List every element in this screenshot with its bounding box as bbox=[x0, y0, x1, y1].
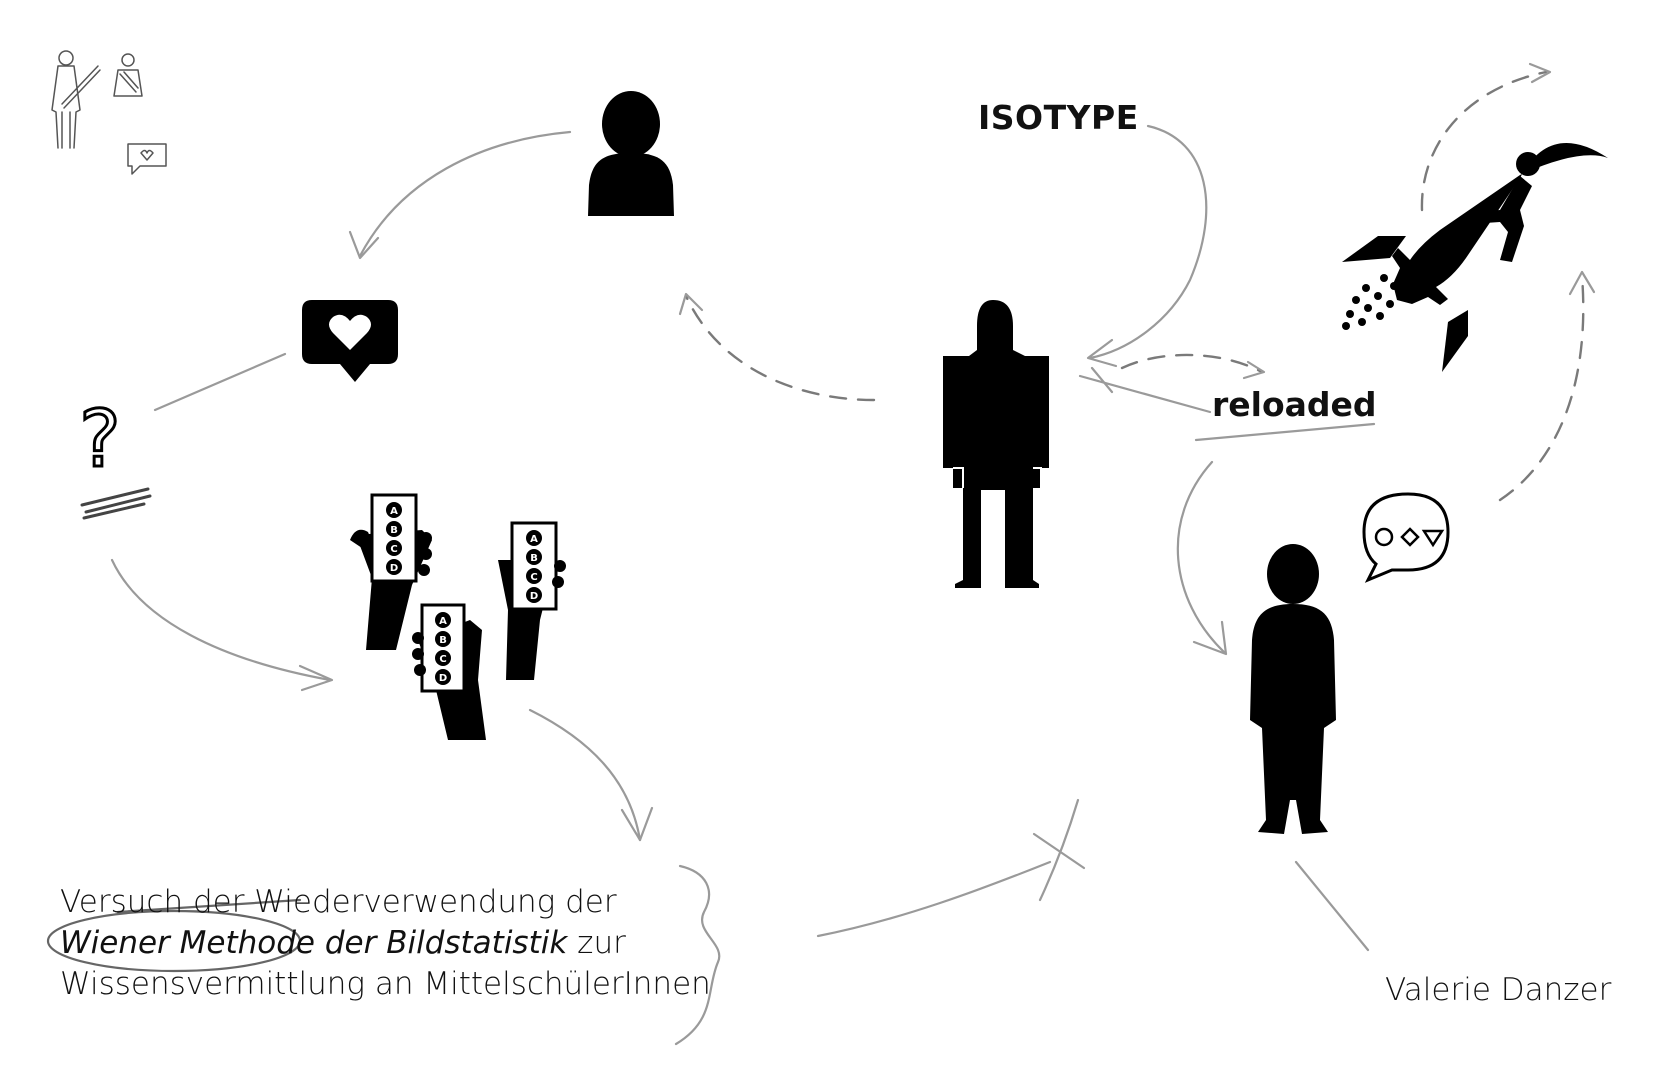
card-option-letter: D bbox=[530, 591, 538, 602]
card-option-letter: D bbox=[439, 673, 447, 684]
author-name: Valerie Danzer bbox=[1385, 972, 1612, 1008]
card-option-circle bbox=[526, 549, 542, 565]
shapes-speech-bubble-icon bbox=[1362, 492, 1450, 583]
card-option-circle bbox=[526, 530, 542, 546]
question-mark-icon: ? bbox=[78, 394, 152, 520]
dashed-arrows bbox=[678, 62, 1596, 502]
isotype-man-icon bbox=[943, 300, 1049, 588]
caption-line-2: Wiener Methode der Bildstatistik zur bbox=[60, 923, 711, 964]
sketch-teacher-icon bbox=[51, 50, 167, 175]
card-option-circle bbox=[386, 540, 402, 556]
caption-line-1: Versuch der Wiederverwendung der bbox=[60, 884, 617, 920]
card-option-letter: A bbox=[439, 616, 447, 627]
caption-italic-method: Wiener Methode der Bildstatistik bbox=[60, 925, 568, 961]
rocket-icon bbox=[1342, 142, 1608, 372]
person-bust-icon bbox=[588, 91, 674, 216]
svg-text:?: ? bbox=[79, 395, 120, 485]
card-option-letter: B bbox=[439, 635, 447, 646]
subtitle-reloaded: reloaded bbox=[1212, 385, 1377, 424]
card-option-letter: B bbox=[530, 553, 538, 564]
card-option-circle bbox=[435, 631, 451, 647]
card-option-letter: A bbox=[390, 506, 398, 517]
card-option-circle bbox=[435, 669, 451, 685]
sketch-arrows bbox=[46, 124, 1376, 1046]
card-option-circle bbox=[435, 650, 451, 666]
card-option-circle bbox=[386, 521, 402, 537]
card-option-letter: D bbox=[390, 563, 398, 574]
card-option-letter: C bbox=[390, 544, 397, 555]
caption-text: Versuch der Wiederverwendung der Wiener … bbox=[60, 882, 711, 1005]
card-option-circle bbox=[435, 612, 451, 628]
standing-person-icon bbox=[1250, 544, 1336, 834]
title-isotype: ISOTYPE bbox=[978, 98, 1139, 137]
card-option-circle bbox=[386, 502, 402, 518]
heart-bubble-icon bbox=[302, 300, 398, 382]
card-option-circle bbox=[386, 559, 402, 575]
caption-line-2-rest: zur bbox=[567, 925, 626, 961]
card-option-letter: B bbox=[390, 525, 398, 536]
card-option-circle bbox=[526, 587, 542, 603]
card-option-letter: C bbox=[439, 654, 446, 665]
card-option-circle bbox=[526, 568, 542, 584]
card-option-letter: A bbox=[530, 534, 538, 545]
card-option-letter: C bbox=[530, 572, 537, 583]
caption-line-3: Wissensvermittlung an MittelschülerInnen bbox=[60, 966, 711, 1002]
